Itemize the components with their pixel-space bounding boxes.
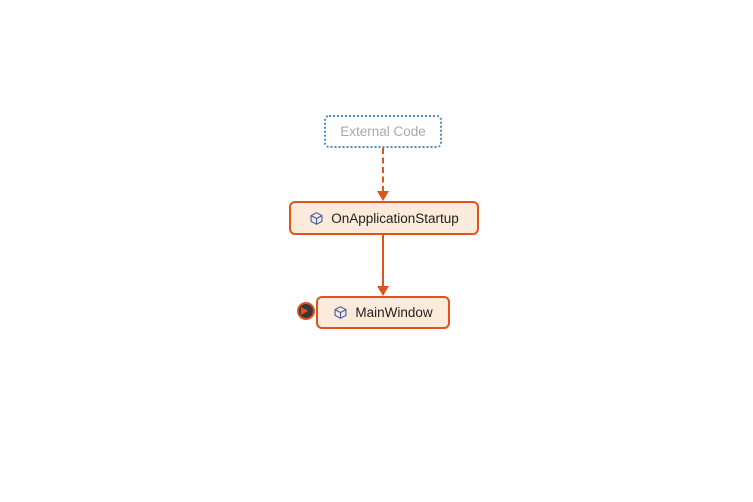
node-label: MainWindow: [355, 305, 433, 320]
node-external-code[interactable]: External Code: [324, 115, 442, 148]
node-mainwindow[interactable]: MainWindow: [316, 296, 450, 329]
arrowhead-icon: [377, 191, 389, 201]
arrowhead-icon: [377, 286, 389, 296]
edge-external-to-onapplicationstartup[interactable]: [382, 148, 384, 192]
edge-onapplicationstartup-to-mainwindow[interactable]: [382, 235, 384, 287]
method-cube-icon: [333, 305, 348, 320]
caret-location-badge-icon: [297, 302, 315, 320]
external-code-label: External Code: [340, 124, 426, 139]
node-label: OnApplicationStartup: [331, 210, 459, 226]
node-onapplicationstartup[interactable]: OnApplicationStartup: [289, 201, 479, 235]
play-triangle-icon: [301, 307, 308, 315]
method-cube-icon: [309, 211, 324, 226]
